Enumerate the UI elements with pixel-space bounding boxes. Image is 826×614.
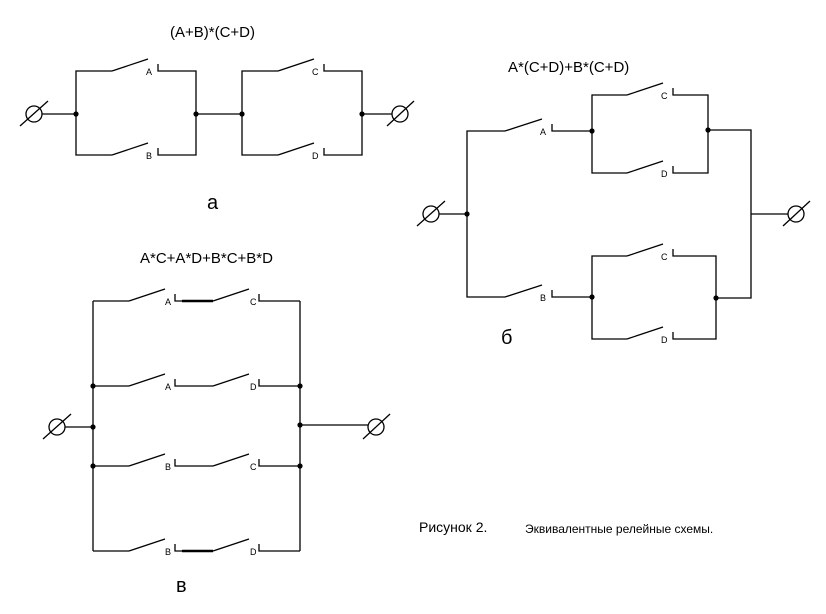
junction-dot	[589, 294, 595, 300]
svg-text:D: D	[250, 547, 257, 557]
junction-dot	[713, 295, 719, 301]
relay-contact-c: C	[626, 82, 680, 101]
svg-text:B: B	[146, 151, 152, 161]
wire	[591, 131, 627, 174]
relay-contact-d: D	[626, 160, 680, 179]
scheme-a-caption: а	[207, 192, 219, 214]
terminal-right	[362, 413, 391, 440]
wire	[591, 94, 627, 131]
relay-contact-c: C	[626, 243, 680, 262]
junction-dot	[73, 111, 79, 117]
wire	[75, 70, 112, 114]
wire	[708, 129, 752, 299]
wire	[591, 297, 627, 340]
svg-text:B: B	[165, 462, 171, 472]
svg-text:C: C	[250, 297, 257, 307]
figure-label: Рисунок 2.	[419, 519, 487, 535]
circuit-row: A D	[93, 373, 300, 392]
circuit-row: B C	[93, 453, 300, 472]
wire	[466, 130, 505, 214]
scheme-b-formula: A*(C+D)+B*(C+D)	[508, 59, 629, 76]
svg-text:A: A	[146, 67, 152, 77]
scheme-v: A*C+A*D+B*C+B*D A C	[42, 250, 391, 597]
relay-contact-a: A	[111, 58, 165, 77]
svg-text:A: A	[165, 297, 171, 307]
wire	[680, 130, 709, 174]
junction-dot	[90, 463, 96, 469]
wire	[332, 70, 363, 114]
wire	[241, 114, 278, 156]
wire	[466, 214, 505, 298]
wire	[241, 70, 278, 114]
junction-dot	[90, 424, 96, 430]
svg-text:C: C	[250, 462, 257, 472]
circuit-row: B D	[93, 538, 300, 557]
wire	[680, 298, 717, 340]
svg-text:C: C	[661, 252, 668, 262]
circuit-row: A C	[93, 288, 300, 307]
relay-contact-c: C	[277, 58, 332, 77]
wire	[75, 114, 112, 156]
relay-contact-d: D	[277, 142, 332, 161]
relay-contact-d: D	[626, 326, 680, 345]
svg-text:B: B	[165, 547, 171, 557]
relay-contact-a: A	[504, 118, 559, 137]
wire	[165, 114, 197, 156]
wire	[591, 255, 627, 297]
junction-dot	[359, 111, 365, 117]
wire	[680, 94, 709, 130]
junction-dot	[297, 463, 303, 469]
scheme-v-formula: A*C+A*D+B*C+B*D	[140, 250, 273, 267]
wire	[165, 70, 197, 114]
figure-description: Эквивалентные релейные схемы.	[525, 522, 713, 536]
junction-dot	[464, 211, 470, 217]
junction-dot	[297, 383, 303, 389]
relay-contact-b: B	[111, 142, 165, 161]
scheme-b-caption: б	[501, 327, 512, 349]
svg-text:D: D	[661, 335, 668, 345]
relay-contact-b: B	[504, 284, 559, 303]
svg-text:A: A	[540, 127, 546, 137]
svg-text:D: D	[250, 382, 257, 392]
junction-dot	[239, 111, 245, 117]
svg-text:D: D	[312, 151, 319, 161]
junction-dot	[589, 128, 595, 134]
svg-text:A: A	[165, 382, 171, 392]
junction-dot	[90, 383, 96, 389]
svg-text:D: D	[661, 169, 668, 179]
junction-dot	[705, 127, 711, 133]
junction-dot	[193, 111, 199, 117]
svg-text:C: C	[661, 91, 668, 101]
svg-text:B: B	[540, 293, 546, 303]
wire	[332, 114, 363, 156]
scheme-v-caption: в	[176, 575, 187, 597]
svg-text:C: C	[312, 67, 319, 77]
junction-dot	[297, 422, 303, 428]
scheme-b: A*(C+D)+B*(C+D) A	[416, 59, 811, 349]
scheme-a-formula: (A+B)*(C+D)	[170, 24, 255, 41]
wire	[680, 255, 717, 298]
scheme-a: (A+B)*(C+D) A B	[19, 24, 415, 214]
